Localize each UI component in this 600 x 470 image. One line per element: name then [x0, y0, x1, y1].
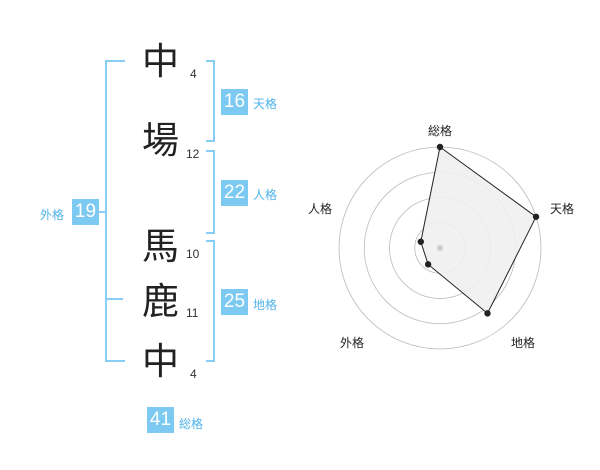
stroke-count-4: 11	[186, 306, 199, 320]
name-char-2: 場	[142, 119, 179, 162]
ten-kaku-value: 16	[221, 89, 248, 115]
radar-axis-label-jin: 人格	[308, 202, 333, 216]
name-char-1: 中	[142, 40, 179, 83]
ten-kaku-bracket	[206, 60, 215, 142]
radar-axis-label-sou: 総格	[428, 124, 453, 138]
sou-kaku-value: 41	[147, 407, 174, 433]
chi-kaku-value: 25	[221, 289, 248, 315]
jin-kaku-bracket	[206, 150, 215, 234]
chi-kaku-label: 地格	[253, 298, 278, 312]
radar-center-dot	[437, 245, 443, 251]
stroke-count-1: 4	[190, 67, 197, 81]
gai-kaku-label: 外格	[40, 208, 65, 222]
name-char-5: 中	[142, 340, 179, 383]
radar-point-5	[417, 238, 424, 245]
gai-kaku-bracket-divider	[105, 298, 123, 300]
gai-kaku-value: 19	[72, 199, 99, 225]
radar-point-2	[532, 213, 540, 220]
radar-axis-label-gai: 外格	[340, 336, 365, 350]
stroke-count-5: 4	[190, 367, 197, 381]
name-char-4: 鹿	[142, 280, 179, 323]
gai-kaku-bracket	[105, 60, 125, 362]
radar-axis-label-chi: 地格	[511, 336, 536, 350]
chi-kaku-bracket	[206, 240, 215, 362]
sou-kaku-label: 総格	[179, 417, 204, 431]
jin-kaku-value: 22	[221, 180, 248, 206]
radar-point-1	[436, 143, 444, 151]
stroke-count-2: 12	[186, 147, 200, 161]
radar-axis-label-ten: 天格	[550, 202, 575, 216]
radar-point-3	[484, 310, 491, 317]
gai-kaku-connector	[97, 211, 105, 213]
radar-value-polygon	[420, 146, 537, 315]
name-char-3: 馬	[142, 225, 179, 268]
radar-point-4	[424, 261, 432, 268]
jin-kaku-label: 人格	[253, 188, 278, 202]
ten-kaku-label: 天格	[253, 97, 278, 111]
stroke-count-3: 10	[186, 247, 200, 261]
